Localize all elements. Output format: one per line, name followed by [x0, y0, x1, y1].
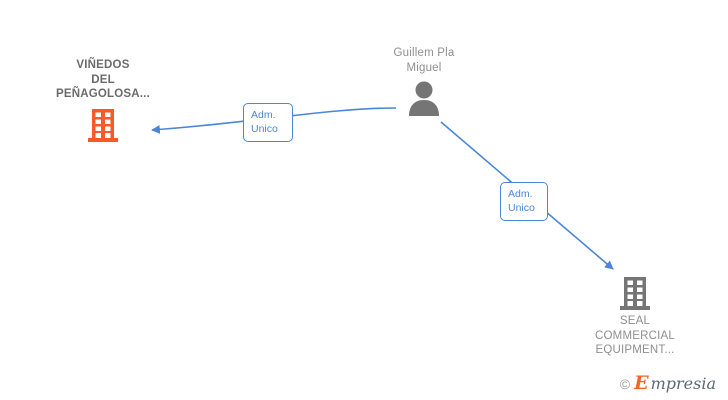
- node-label-company-left: VIÑEDOS DEL PEÑAGOLOSA...: [56, 59, 150, 100]
- brand-initial: E: [634, 372, 649, 394]
- node-company-vinedos-del-penagolosa[interactable]: VIÑEDOS DEL PEÑAGOLOSA...: [38, 58, 168, 142]
- person-icon: [409, 81, 439, 116]
- brand-name: mpresia: [650, 373, 716, 393]
- edge-label-adm-unico-left[interactable]: Adm. Unico: [243, 103, 293, 142]
- node-label-person: Guillem Pla Miguel: [393, 47, 455, 74]
- building-icon: [88, 108, 118, 142]
- copyright-icon: ©: [619, 375, 631, 392]
- empresia-watermark: © E mpresia: [620, 374, 716, 393]
- node-label-company-right: SEAL COMMERCIAL EQUIPMENT...: [595, 315, 675, 356]
- building-icon: [620, 277, 650, 310]
- edge-label-adm-unico-right[interactable]: Adm. Unico: [500, 182, 548, 221]
- node-person-guillem-pla-miguel[interactable]: Guillem Pla Miguel: [359, 46, 489, 116]
- node-company-seal-commercial-equipment[interactable]: SEAL COMMERCIAL EQUIPMENT...: [570, 276, 700, 358]
